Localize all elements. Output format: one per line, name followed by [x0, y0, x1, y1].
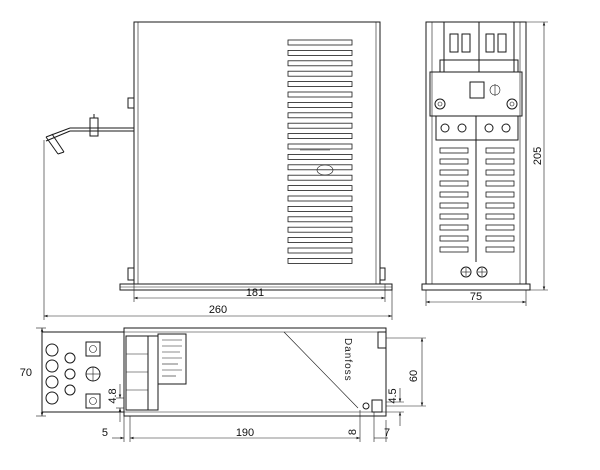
- vent-slot: [439, 202, 469, 209]
- vent-slot: [287, 174, 353, 181]
- vent-slot: [485, 158, 515, 165]
- vent-slot: [287, 205, 353, 212]
- side-view: [421, 21, 531, 291]
- vent-slot: [439, 180, 469, 187]
- dimension-190-label: 190: [236, 427, 254, 439]
- dimension-7: 7: [374, 420, 390, 442]
- vent-slot: [287, 143, 353, 150]
- vent-slot: [287, 112, 353, 119]
- rating-label: [157, 333, 187, 385]
- vent-slot: [287, 257, 353, 264]
- dimension-260: 260: [43, 140, 393, 320]
- vent-slot: [287, 60, 353, 67]
- dimension-5: 5: [102, 427, 124, 440]
- vent-slot: [439, 246, 469, 253]
- vent-slot: [287, 216, 353, 223]
- vent-slot: [287, 164, 353, 171]
- vent-slot: [485, 147, 515, 154]
- bottom-terminals: [45, 341, 101, 409]
- vent-slot: [439, 213, 469, 220]
- dimension-4-8: 4.8: [107, 384, 124, 422]
- bottom-view: Danfoss: [41, 327, 387, 417]
- vent-slot: [287, 237, 353, 244]
- dimension-75-label: 75: [470, 291, 482, 303]
- vent-slot: [439, 147, 469, 154]
- dimension-8-label: 8: [347, 429, 359, 435]
- dimension-8: 8: [347, 429, 359, 435]
- vent-slot: [287, 50, 353, 56]
- vent-slot: [287, 122, 353, 129]
- vent-slot: [485, 213, 515, 220]
- vent-slot: [287, 185, 353, 192]
- dimension-4-5-label: 4.5: [387, 388, 399, 403]
- vent-slot: [485, 202, 515, 209]
- dimension-70-label: 70: [20, 367, 32, 379]
- screw-icon: [460, 266, 472, 278]
- dimension-60-label: 60: [408, 370, 420, 382]
- vent-slot: [485, 169, 515, 176]
- vent-slot: [287, 102, 353, 108]
- front-vent-slots: [287, 39, 353, 264]
- dimension-7-label: 7: [384, 427, 390, 439]
- vent-slot: [485, 235, 515, 242]
- brand-logo-text: Danfoss: [342, 338, 353, 382]
- vent-slot: [485, 246, 515, 253]
- vent-slot: [287, 91, 353, 98]
- front-view: [45, 21, 393, 291]
- vent-slot: [439, 235, 469, 242]
- vent-slot: [287, 133, 353, 140]
- vent-slot: [485, 224, 515, 231]
- vent-slot: [287, 39, 353, 46]
- dimension-70: 70: [20, 327, 46, 417]
- dimension-5-label: 5: [102, 427, 108, 439]
- vent-slot: [439, 191, 469, 198]
- dimension-60: 60: [386, 337, 426, 407]
- vent-slot: [287, 81, 353, 87]
- dimension-181: 181: [133, 284, 386, 302]
- vent-slot: [439, 169, 469, 176]
- vent-slot: [485, 191, 515, 198]
- vent-slot: [485, 180, 515, 187]
- vent-slot: [287, 226, 353, 233]
- dimension-190: 190: [123, 410, 375, 442]
- dimension-4-5: 4.5: [386, 388, 404, 426]
- vent-slot: [287, 70, 353, 77]
- dimension-205: 205: [526, 21, 548, 291]
- dimension-260-label: 260: [209, 304, 227, 316]
- dimension-4-8-label: 4.8: [107, 388, 119, 403]
- vent-slot: [439, 158, 469, 165]
- vent-slot: [287, 195, 353, 202]
- vent-slot: [287, 153, 353, 160]
- terminal-block: [429, 21, 523, 141]
- screw-icon: [476, 266, 488, 278]
- vent-slot: [439, 224, 469, 231]
- dimension-75: 75: [425, 290, 527, 306]
- vent-slot: [287, 247, 353, 254]
- side-vent-slots: [439, 147, 515, 253]
- dimension-181-label: 181: [246, 287, 264, 299]
- dimension-205-label: 205: [532, 147, 544, 165]
- mounting-bracket: [45, 114, 134, 155]
